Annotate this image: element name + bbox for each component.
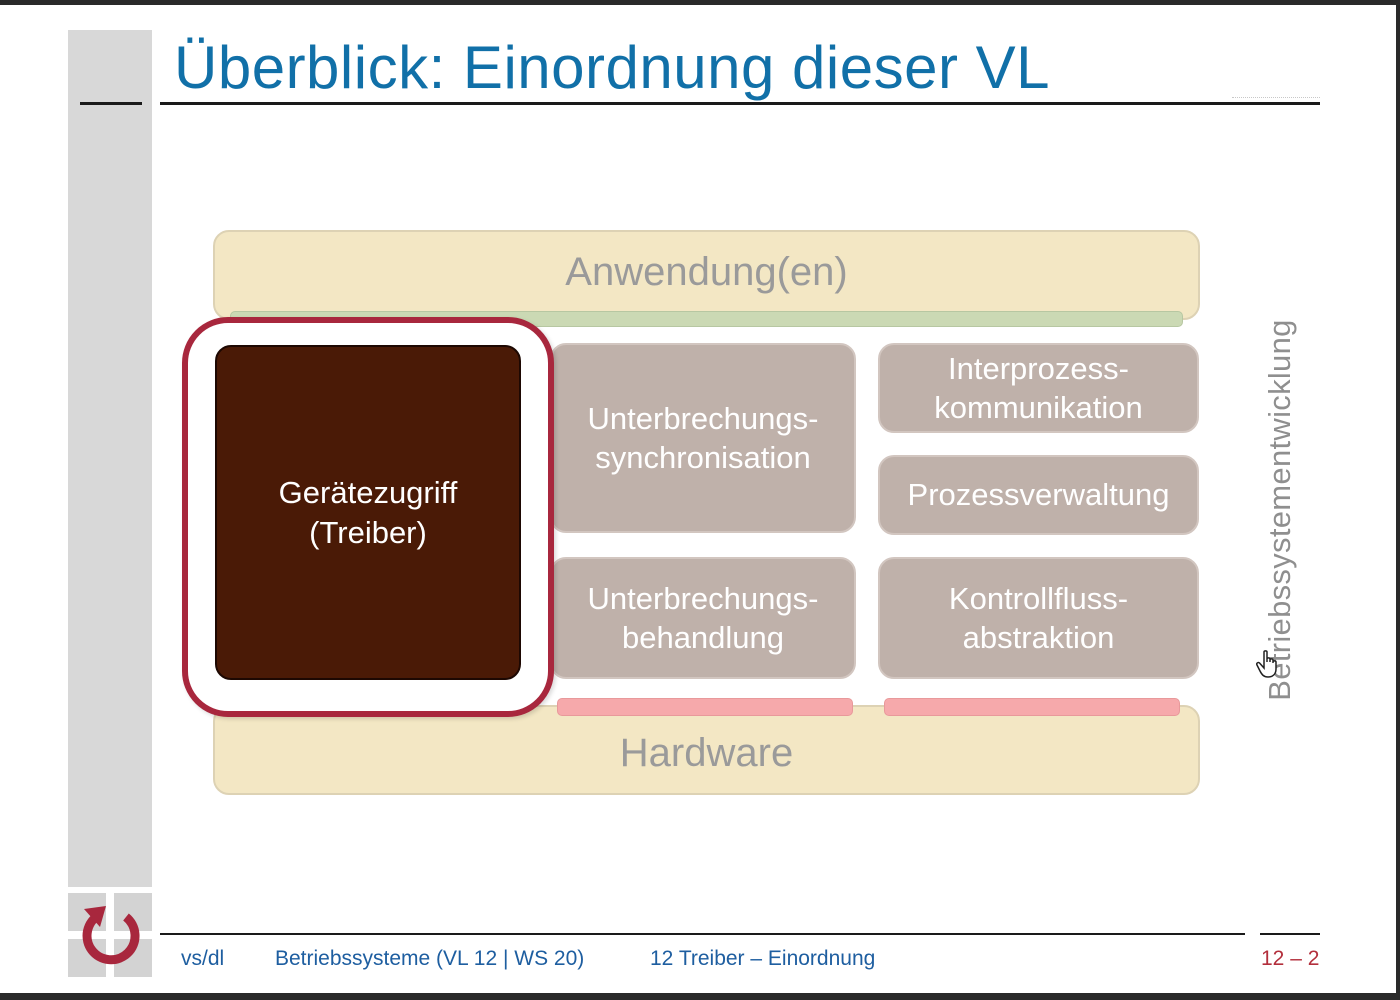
- hardware-layer-label: Hardware: [619, 730, 794, 775]
- side-label: Betriebssystementwicklung: [1262, 319, 1297, 701]
- logo: [68, 893, 152, 977]
- title-rule-left: [80, 102, 142, 105]
- application-layer: Anwendung(en): [213, 230, 1200, 320]
- footer-section: 12 Treiber – Einordnung: [650, 947, 876, 970]
- hardware-interface-bar-left: [557, 698, 853, 716]
- component-process-management: Prozessverwaltung: [878, 455, 1199, 535]
- hardware-layer: Hardware: [213, 705, 1200, 795]
- component-control-flow-abstraction: Kontrollfluss- abstraktion: [878, 557, 1199, 679]
- footer-course: Betriebssysteme (VL 12 | WS 20): [275, 947, 585, 970]
- footer-rule: [160, 933, 1245, 935]
- header-mark: [1232, 97, 1320, 108]
- footer-author: vs/dl: [181, 947, 225, 970]
- refresh-logo-icon: [82, 906, 140, 965]
- component-interrupt-handling: Unterbrechungs- behandlung: [550, 557, 856, 679]
- side-strip: [68, 30, 152, 887]
- component-device-access-driver: Gerätezugriff (Treiber): [215, 345, 521, 680]
- slide-title: Überblick: Einordnung dieser VL: [174, 34, 1050, 101]
- component-interrupt-synchronisation: Unterbrechungs- synchronisation: [550, 343, 856, 533]
- footer-rule-right: [1260, 933, 1320, 935]
- slide: Überblick: Einordnung dieser VL Anwendun…: [0, 5, 1396, 993]
- title-rule: [160, 102, 1320, 105]
- hand-cursor-icon: [1256, 650, 1277, 678]
- page-number: 12 – 2: [1261, 947, 1320, 970]
- hardware-interface-bar-right: [884, 698, 1180, 716]
- component-interprocess-communication: Interprozess- kommunikation: [878, 343, 1199, 433]
- application-layer-label: Anwendung(en): [565, 249, 848, 294]
